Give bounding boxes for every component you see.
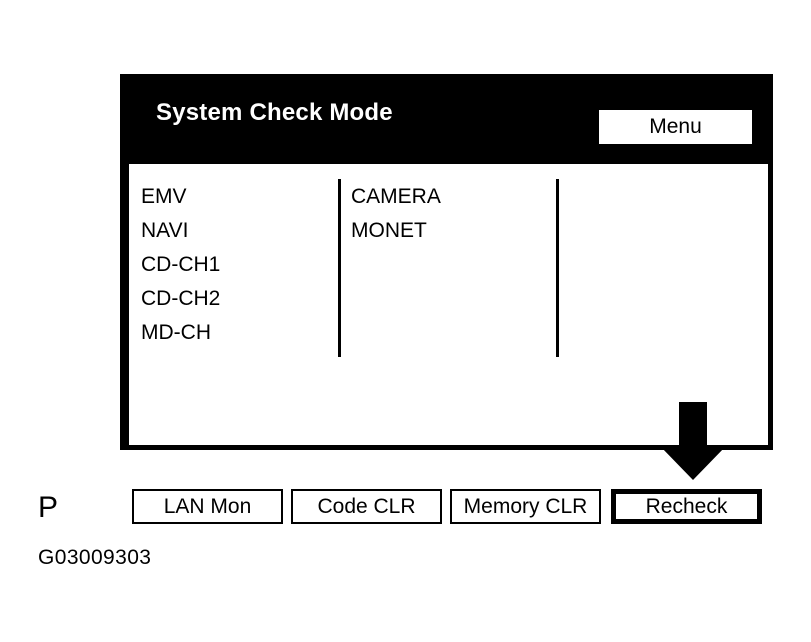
title-bar: System Check Mode Menu bbox=[129, 79, 768, 164]
system-list-column-2: CAMERA MONET bbox=[351, 180, 551, 248]
screen-body: EMV NAVI CD-CH1 CD-CH2 MD-CH CAMERA MONE… bbox=[129, 164, 768, 524]
figure-caption: P G03009303 bbox=[38, 488, 438, 574]
lan-mon-button[interactable]: LAN Mon bbox=[132, 489, 283, 524]
code-clr-button[interactable]: Code CLR bbox=[291, 489, 442, 524]
screen-button-row: LAN Mon Code CLR Memory CLR Recheck bbox=[129, 484, 768, 524]
list-item[interactable]: EMV bbox=[141, 185, 187, 208]
list-item[interactable]: MD-CH bbox=[141, 321, 211, 344]
caption-letter: P bbox=[38, 491, 59, 524]
recheck-button[interactable]: Recheck bbox=[611, 489, 762, 524]
device-screen: System Check Mode Menu EMV NAVI CD-CH1 C… bbox=[120, 74, 773, 524]
list-item[interactable]: NAVI bbox=[141, 219, 189, 242]
menu-button[interactable]: Menu bbox=[599, 110, 752, 144]
list-item[interactable]: CD-CH2 bbox=[141, 287, 221, 310]
list-item[interactable]: MONET bbox=[351, 219, 427, 242]
column-divider-2 bbox=[556, 179, 559, 357]
system-list-column-1: EMV NAVI CD-CH1 CD-CH2 MD-CH bbox=[141, 180, 341, 350]
list-item[interactable]: CD-CH1 bbox=[141, 253, 221, 276]
caption-code: G03009303 bbox=[38, 546, 152, 569]
page-title: System Check Mode bbox=[156, 99, 393, 126]
column-divider-1 bbox=[338, 179, 341, 357]
list-item[interactable]: CAMERA bbox=[351, 185, 441, 208]
arrow-down-icon bbox=[660, 402, 726, 480]
memory-clr-button[interactable]: Memory CLR bbox=[450, 489, 601, 524]
